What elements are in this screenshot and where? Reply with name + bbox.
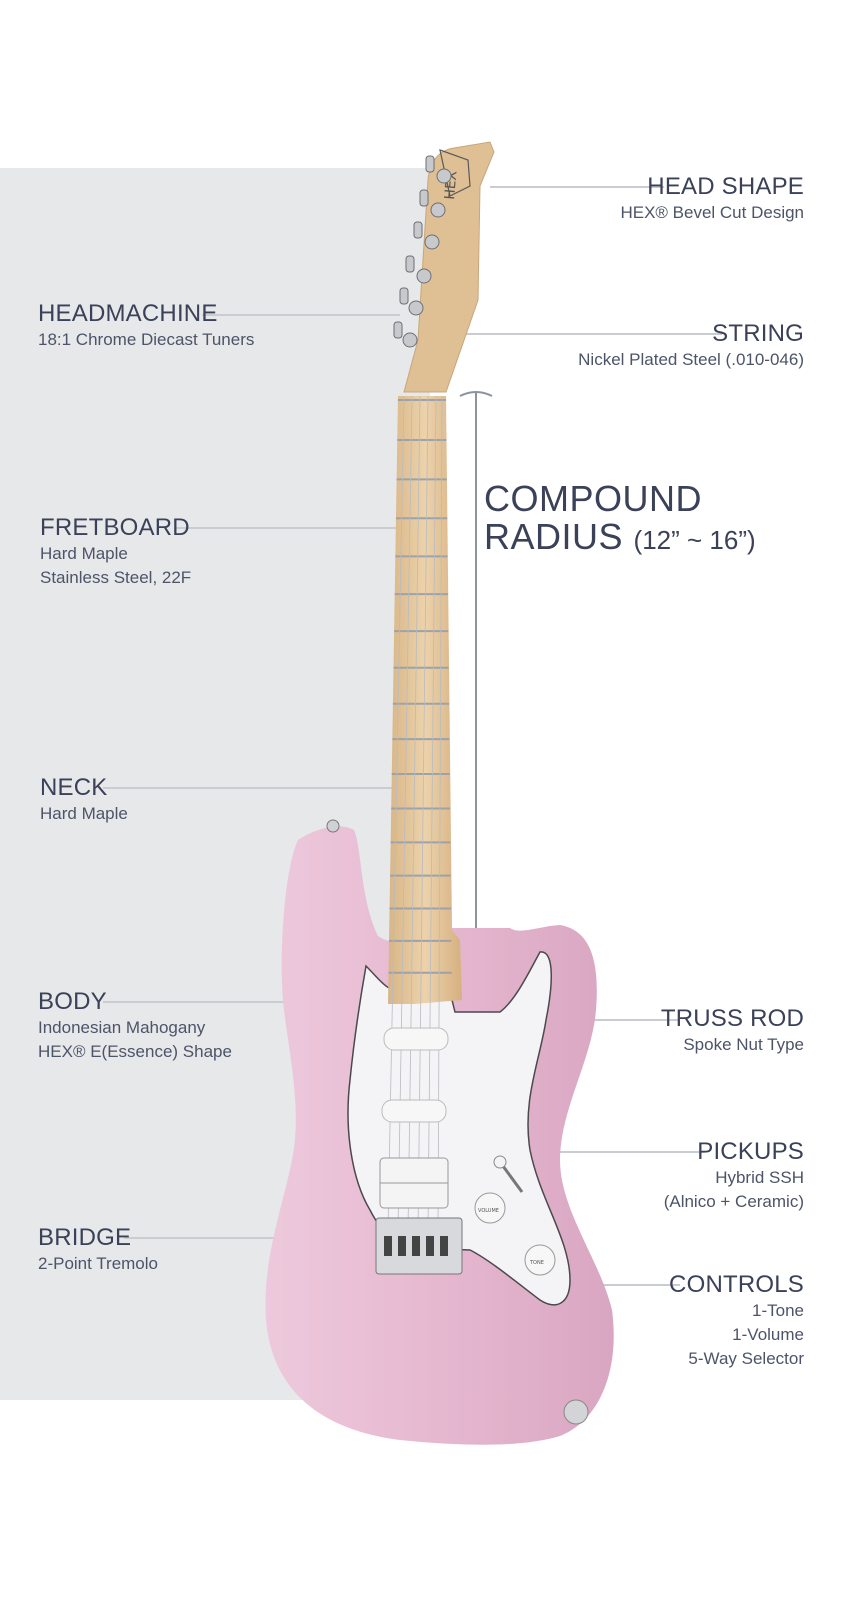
spec-title: HEAD SHAPE (647, 173, 804, 200)
spec-line: 2-Point Tremolo (38, 1254, 158, 1273)
spec-title: BODY (38, 988, 107, 1015)
spec-truss-rod: TRUSS ROD Spoke Nut Type (661, 1005, 804, 1057)
spec-controls: CONTROLS 1-Tone 1-Volume 5-Way Selector (669, 1271, 804, 1371)
spec-line: Hard Maple (40, 804, 128, 823)
spec-title: CONTROLS (669, 1271, 804, 1298)
spec-line: Nickel Plated Steel (.010-046) (578, 350, 804, 369)
strap-button (326, 819, 340, 833)
spec-body: BODY Indonesian Mahogany HEX® E(Essence)… (38, 988, 232, 1064)
spec-line: 1-Volume (732, 1325, 804, 1344)
spec-line: 5-Way Selector (688, 1349, 804, 1368)
spec-title: NECK (40, 774, 108, 801)
spec-head-shape: HEAD SHAPE HEX® Bevel Cut Design (620, 173, 804, 225)
spec-fretboard: FRETBOARD Hard Maple Stainless Steel, 22… (40, 514, 191, 590)
spec-line: Stainless Steel, 22F (40, 568, 192, 587)
spec-title: HEADMACHINE (38, 300, 218, 327)
compound-radius-callout: COMPOUND RADIUS (12” ~ 16”) (484, 480, 756, 559)
tone-knob (524, 1244, 556, 1276)
spec-line: HEX® Bevel Cut Design (620, 203, 804, 222)
spec-title: TRUSS ROD (660, 1005, 804, 1032)
spec-line: Hybrid SSH (715, 1168, 804, 1187)
tuners (393, 155, 452, 348)
spec-title: PICKUPS (697, 1138, 804, 1165)
spec-string: STRING Nickel Plated Steel (.010-046) (578, 320, 804, 372)
svg-text:TONE: TONE (529, 1260, 544, 1266)
spec-line: Indonesian Mahogany (38, 1018, 206, 1037)
compound-radius-word: RADIUS (484, 516, 624, 557)
spec-line: 18:1 Chrome Diecast Tuners (38, 330, 255, 349)
spec-headmachine: HEADMACHINE 18:1 Chrome Diecast Tuners (38, 300, 254, 352)
spec-pickups: PICKUPS Hybrid SSH (Alnico + Ceramic) (664, 1138, 804, 1214)
spec-title: FRETBOARD (40, 514, 190, 541)
spec-title: BRIDGE (38, 1224, 132, 1251)
compound-line2: RADIUS (12” ~ 16”) (484, 518, 756, 559)
frets (388, 399, 452, 974)
strings (387, 395, 443, 1231)
compound-range: (12” ~ 16”) (633, 525, 756, 555)
spec-line: Spoke Nut Type (683, 1035, 804, 1054)
spec-line: 1-Tone (752, 1301, 804, 1320)
volume-knob (474, 1192, 506, 1224)
spec-line: Hard Maple (40, 544, 128, 563)
spec-line: HEX® E(Essence) Shape (38, 1042, 232, 1061)
spec-neck: NECK Hard Maple (40, 774, 128, 826)
svg-text:VOLUME: VOLUME (478, 1208, 499, 1214)
guitar-neck (388, 396, 462, 1004)
compound-line1: COMPOUND (484, 478, 702, 519)
spec-title: STRING (712, 320, 804, 347)
spec-line: (Alnico + Ceramic) (663, 1192, 804, 1211)
radius-bracket (459, 391, 493, 1010)
output-jack (563, 1399, 589, 1425)
pickups (379, 1027, 449, 1209)
spec-bridge: BRIDGE 2-Point Tremolo (38, 1224, 158, 1276)
